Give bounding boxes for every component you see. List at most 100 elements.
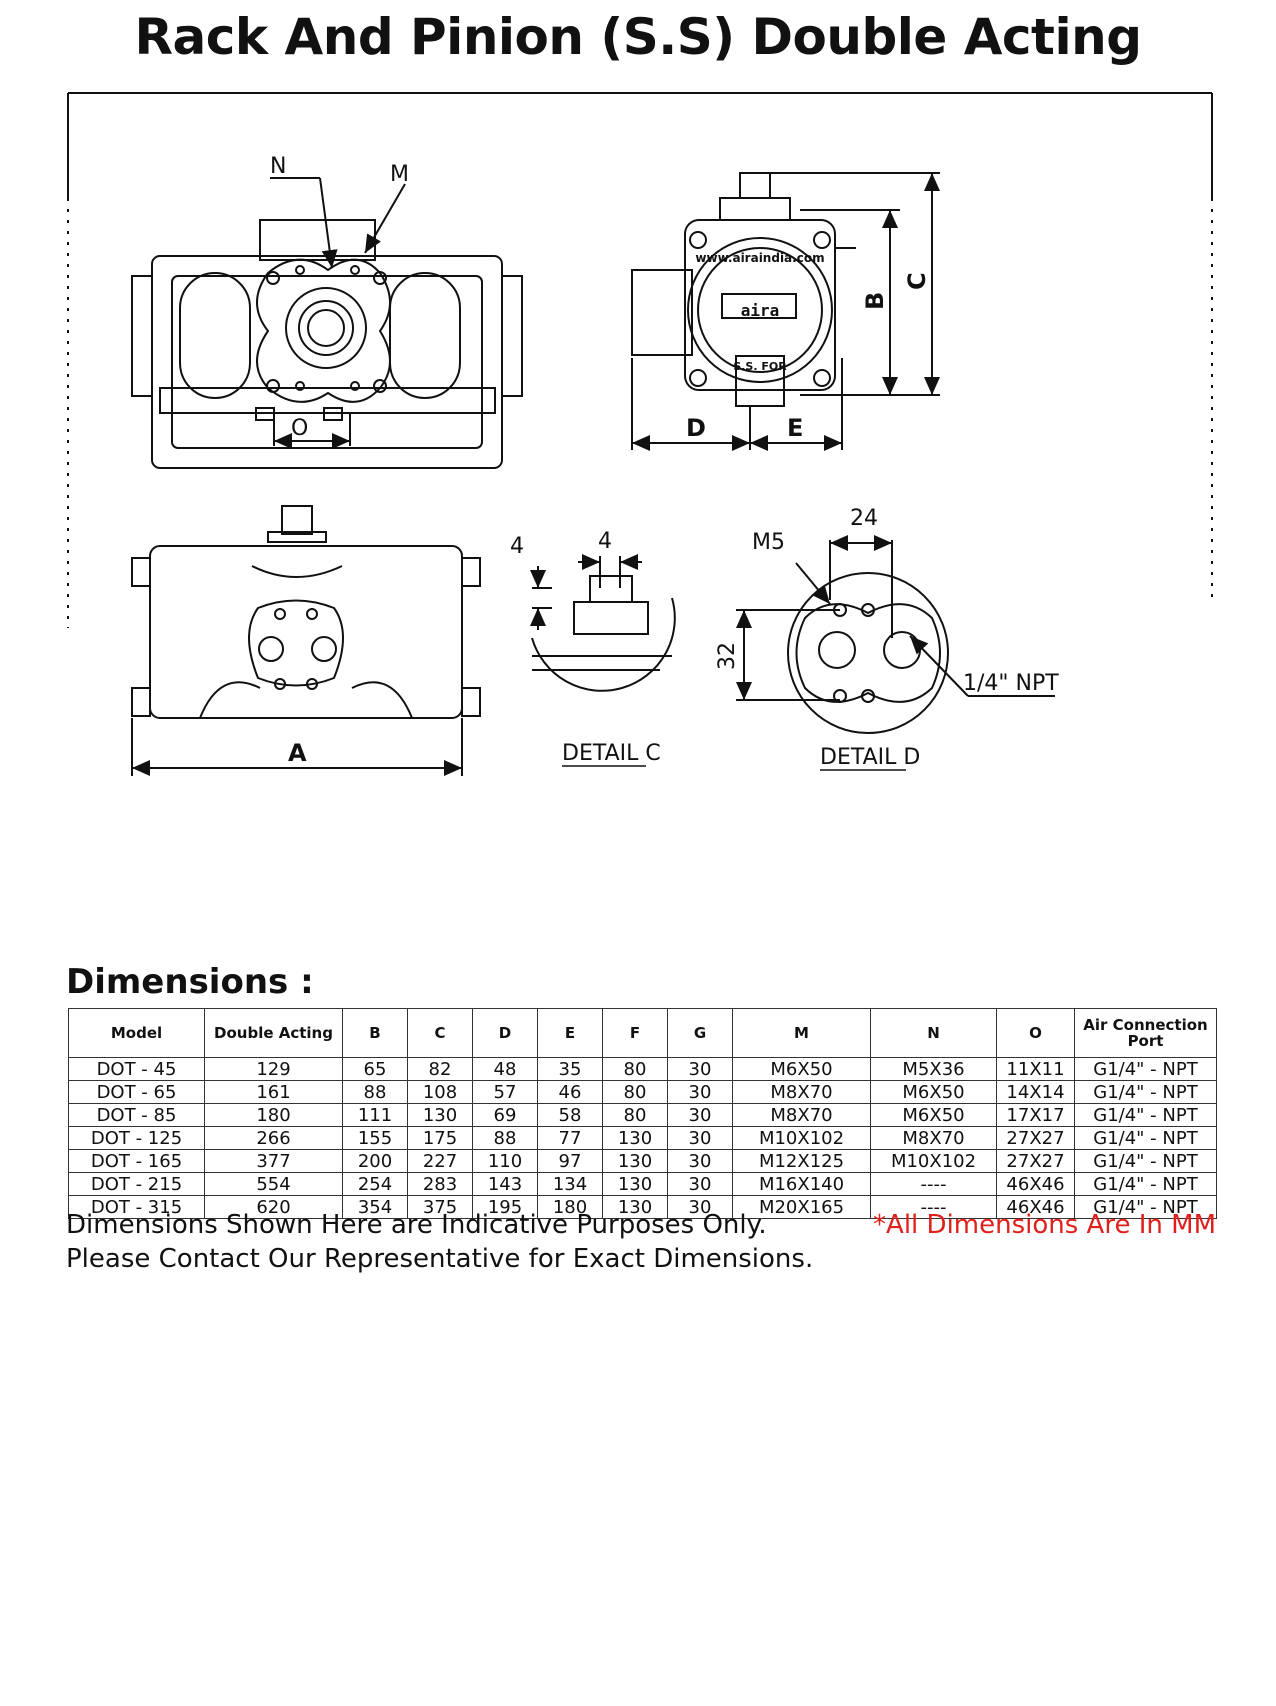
detail-c-dim-top: 4 xyxy=(598,529,612,554)
table-cell: 130 xyxy=(602,1149,668,1173)
table-cell: DOT - 165 xyxy=(68,1149,205,1173)
table-cell: 11X11 xyxy=(996,1057,1075,1081)
table-cell: 200 xyxy=(342,1149,408,1173)
label-m: M xyxy=(390,162,409,187)
table-row: DOT - 85 180 111 130 69 58 80 30 M8X70 M… xyxy=(68,1103,1217,1127)
table-cell: 375 xyxy=(407,1195,473,1219)
detail-c-dim-left: 4 xyxy=(510,534,524,559)
table-cell: 30 xyxy=(667,1149,733,1173)
page-title: Rack And Pinion (S.S) Double Acting xyxy=(134,8,1143,66)
column-header: B xyxy=(342,1008,408,1058)
dimensions-table: Model Double Acting B C D E F G M N O Ai… xyxy=(68,1008,1217,1219)
column-header: Double Acting xyxy=(204,1008,343,1058)
detail-d-caption: DETAIL D xyxy=(820,745,920,770)
detail-d-npt: 1/4" NPT xyxy=(963,671,1059,696)
drawing-svg: aira www.airaindia.com S.S. FOR N M O B … xyxy=(67,92,1213,776)
table-cell: 175 xyxy=(407,1126,473,1150)
table-cell: 130 xyxy=(407,1103,473,1127)
table-cell: 80 xyxy=(602,1103,668,1127)
column-header: Model xyxy=(68,1008,205,1058)
table-cell: M8X70 xyxy=(732,1103,871,1127)
table-cell: 30 xyxy=(667,1080,733,1104)
table-cell: M6X50 xyxy=(870,1080,997,1104)
nameplate-logo: aira xyxy=(741,301,780,320)
table-cell: DOT - 315 xyxy=(68,1195,205,1219)
table-row: DOT - 125 266 155 175 88 77 130 30 M10X1… xyxy=(68,1126,1217,1150)
table-cell: 30 xyxy=(667,1172,733,1196)
column-header: F xyxy=(602,1008,668,1058)
table-row: DOT - 65 161 88 108 57 46 80 30 M8X70 M6… xyxy=(68,1080,1217,1104)
table-header-row: Model Double Acting B C D E F G M N O Ai… xyxy=(68,1008,1217,1058)
table-cell: G1/4" - NPT xyxy=(1074,1126,1217,1150)
table-cell: 180 xyxy=(204,1103,343,1127)
table-cell: G1/4" - NPT xyxy=(1074,1057,1217,1081)
table-cell: 30 xyxy=(667,1057,733,1081)
label-d: D xyxy=(686,414,706,442)
detail-c xyxy=(530,554,676,692)
table-cell: 195 xyxy=(472,1195,538,1219)
table-cell: M10X102 xyxy=(732,1126,871,1150)
table-cell: 130 xyxy=(602,1195,668,1219)
table-cell: DOT - 65 xyxy=(68,1080,205,1104)
detail-d xyxy=(736,535,1055,734)
table-cell: 57 xyxy=(472,1080,538,1104)
table-cell: 27X27 xyxy=(996,1126,1075,1150)
disclaimer-line-2: Please Contact Our Representative for Ex… xyxy=(66,1244,814,1274)
table-cell: 80 xyxy=(602,1080,668,1104)
table-cell: DOT - 85 xyxy=(68,1103,205,1127)
table-cell: M10X102 xyxy=(870,1149,997,1173)
label-c: C xyxy=(903,272,931,290)
table-row: DOT - 315 620 354 375 195 180 130 30 M20… xyxy=(68,1195,1217,1219)
table-row: DOT - 165 377 200 227 110 97 130 30 M12X… xyxy=(68,1149,1217,1173)
table-cell: 27X27 xyxy=(996,1149,1075,1173)
table-cell: G1/4" - NPT xyxy=(1074,1080,1217,1104)
table-cell: M5X36 xyxy=(870,1057,997,1081)
table-cell: 80 xyxy=(602,1057,668,1081)
table-cell: 266 xyxy=(204,1126,343,1150)
column-header: M xyxy=(732,1008,871,1058)
table-cell: 58 xyxy=(537,1103,603,1127)
table-cell: 161 xyxy=(204,1080,343,1104)
column-header: N xyxy=(870,1008,997,1058)
technical-drawing: aira www.airaindia.com S.S. FOR N M O B … xyxy=(60,88,1228,868)
table-cell: M6X50 xyxy=(870,1103,997,1127)
table-cell: 134 xyxy=(537,1172,603,1196)
top-view xyxy=(131,177,523,469)
column-header: O xyxy=(996,1008,1075,1058)
front-view xyxy=(131,505,481,776)
table-cell: 65 xyxy=(342,1057,408,1081)
table-cell: 129 xyxy=(204,1057,343,1081)
table-cell: G1/4" - NPT xyxy=(1074,1172,1217,1196)
table-cell: 283 xyxy=(407,1172,473,1196)
table-cell: 17X17 xyxy=(996,1103,1075,1127)
table-cell: 620 xyxy=(204,1195,343,1219)
label-e: E xyxy=(787,414,803,442)
table-cell: 69 xyxy=(472,1103,538,1127)
table-cell: 155 xyxy=(342,1126,408,1150)
dimensions-heading: Dimensions : xyxy=(66,962,314,1002)
table-row: DOT - 45 129 65 82 48 35 80 30 M6X50 M5X… xyxy=(68,1057,1217,1081)
table-cell: 377 xyxy=(204,1149,343,1173)
table-cell: G1/4" - NPT xyxy=(1074,1149,1217,1173)
table-cell: 14X14 xyxy=(996,1080,1075,1104)
table-cell: 143 xyxy=(472,1172,538,1196)
table-cell: 82 xyxy=(407,1057,473,1081)
column-header: D xyxy=(472,1008,538,1058)
table-cell: 130 xyxy=(602,1172,668,1196)
table-cell: M16X140 xyxy=(732,1172,871,1196)
table-cell: 254 xyxy=(342,1172,408,1196)
label-b: B xyxy=(861,292,889,310)
table-cell: 30 xyxy=(667,1126,733,1150)
table-cell: 46 xyxy=(537,1080,603,1104)
table-cell: 88 xyxy=(342,1080,408,1104)
table-cell: 110 xyxy=(472,1149,538,1173)
table-cell: 111 xyxy=(342,1103,408,1127)
disclaimer-line-1: Dimensions Shown Here are Indicative Pur… xyxy=(66,1210,767,1240)
table-cell: 30 xyxy=(667,1103,733,1127)
table-cell: 48 xyxy=(472,1057,538,1081)
column-header: Air Connection Port xyxy=(1074,1008,1217,1058)
table-cell: M12X125 xyxy=(732,1149,871,1173)
detail-d-dim-24: 24 xyxy=(850,506,878,531)
table-cell: 227 xyxy=(407,1149,473,1173)
table-cell: 554 xyxy=(204,1172,343,1196)
